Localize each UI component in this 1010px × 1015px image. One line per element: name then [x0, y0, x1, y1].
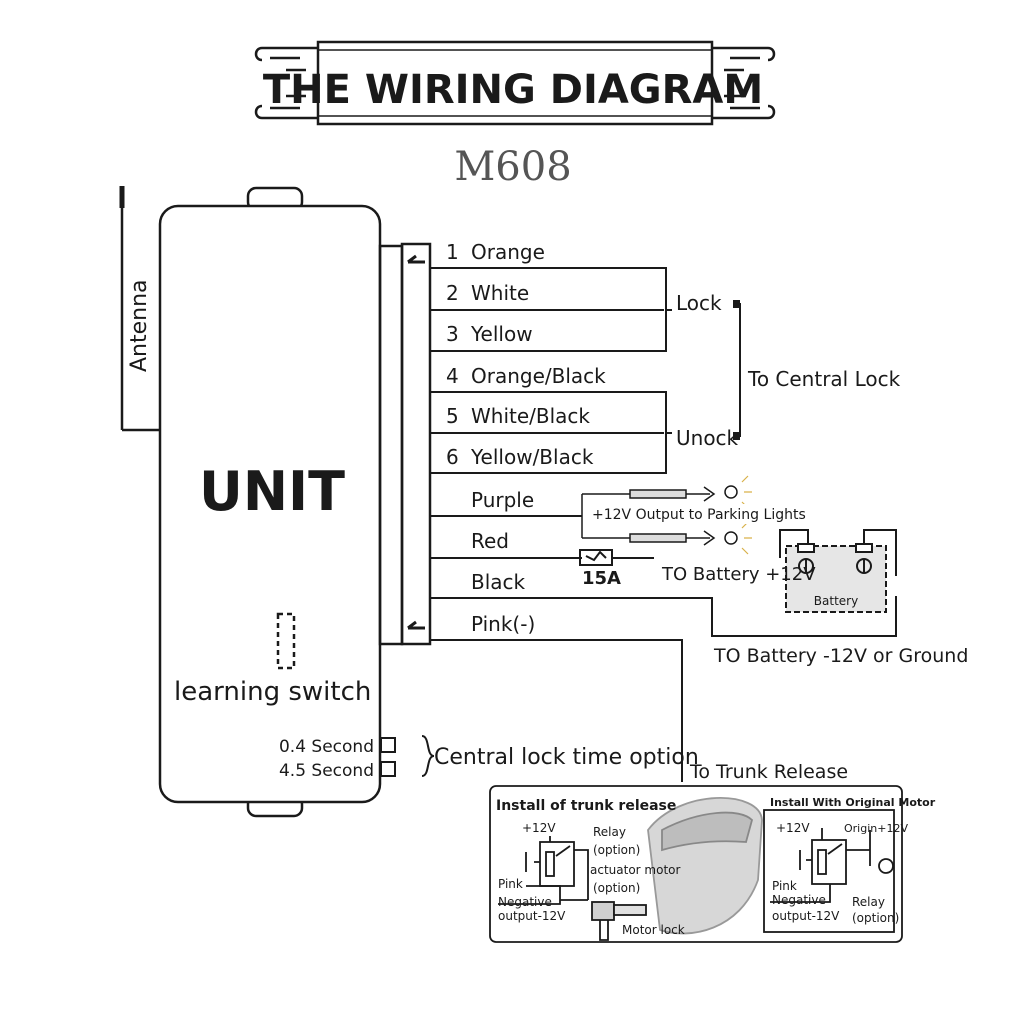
- trunk-motor-lock: Motor lock: [622, 923, 685, 937]
- trunk-actuator: actuator motor: [590, 863, 680, 877]
- wire-label: Yellow/Black: [470, 445, 594, 469]
- trunk-panel: [489, 785, 903, 943]
- wire-number: 5: [446, 404, 459, 428]
- trunk-r-negative: Negative: [772, 893, 826, 907]
- unlock-group-label: Unock: [676, 426, 739, 450]
- wire-label: Pink(-): [471, 612, 535, 636]
- battery-negative-label: TO Battery -12V or Ground: [713, 645, 968, 667]
- parking-lights-label: +12V Output to Parking Lights: [592, 507, 806, 523]
- unit-label: UNIT: [199, 460, 345, 523]
- wire-number: 6: [446, 445, 459, 469]
- wire-number: 3: [446, 322, 459, 346]
- trunk-plus12v: +12V: [522, 821, 556, 835]
- battery-positive-label: TO Battery +12V: [661, 564, 816, 585]
- wire-label: Black: [471, 570, 526, 594]
- fuse-and-battery: [579, 529, 897, 613]
- trunk-r-relay-opt: (option): [852, 911, 899, 925]
- trunk-r-plus12v: +12V: [776, 821, 810, 835]
- trunk-r-output: output-12V: [772, 909, 840, 923]
- model-number: M608: [454, 144, 571, 190]
- learning-switch-button: [276, 612, 296, 670]
- wire-label: White: [471, 281, 529, 305]
- trunk-origin: Origin+12V: [844, 822, 908, 835]
- parking-lights-label-bg: [590, 504, 774, 524]
- lock-bracket-dot: [733, 300, 740, 308]
- wire-label: Orange/Black: [471, 364, 606, 388]
- unlock-bracket-dot: [733, 432, 740, 440]
- diagram-title: THE WIRING DIAGRAM: [263, 67, 763, 113]
- antenna-label: Antenna: [127, 279, 152, 372]
- time-option-2-pad: [380, 761, 396, 777]
- central-lock-label: To Central Lock: [747, 367, 901, 391]
- wire-number: 1: [446, 240, 459, 264]
- unit-box: [158, 186, 432, 818]
- title-banner: [254, 40, 776, 126]
- wire-number: 2: [446, 281, 459, 305]
- trunk-output: output-12V: [498, 909, 566, 923]
- wire-label: Orange: [471, 240, 545, 264]
- wire-label: Yellow: [470, 322, 533, 346]
- wire-labels: 1 Orange 2 White 3 Yellow 4 Orange/Black…: [446, 240, 606, 636]
- time-option-caption: Central lock time option: [434, 745, 699, 770]
- trunk-relay: Relay: [593, 825, 626, 839]
- trunk-r-relay: Relay: [852, 895, 885, 909]
- trunk-left-title: Install of trunk release: [496, 798, 676, 814]
- time-option-brace: [421, 735, 435, 777]
- time-option-2: 4.5 Second: [279, 761, 374, 781]
- trunk-release-label: To Trunk Release: [689, 761, 848, 783]
- wire-label: Red: [471, 529, 509, 553]
- learning-switch-label: learning switch: [174, 677, 371, 707]
- trunk-pink: Pink: [498, 877, 523, 891]
- trunk-r-pink: Pink: [772, 879, 797, 893]
- trunk-negative: Negative: [498, 895, 552, 909]
- wire-label: White/Black: [471, 404, 590, 428]
- time-option-1-pad: [380, 737, 396, 753]
- trunk-actuator-opt: (option): [593, 881, 640, 895]
- fuse-label: 15A: [582, 568, 621, 589]
- trunk-relay-opt: (option): [593, 843, 640, 857]
- wire-number: 4: [446, 364, 459, 388]
- wire-label: Purple: [471, 488, 534, 512]
- time-option-1: 0.4 Second: [279, 737, 374, 757]
- trunk-right-title: Install With Original Motor: [770, 796, 936, 809]
- lock-group-label: Lock: [676, 291, 722, 315]
- antenna: [119, 186, 160, 432]
- battery-label: Battery: [814, 594, 858, 608]
